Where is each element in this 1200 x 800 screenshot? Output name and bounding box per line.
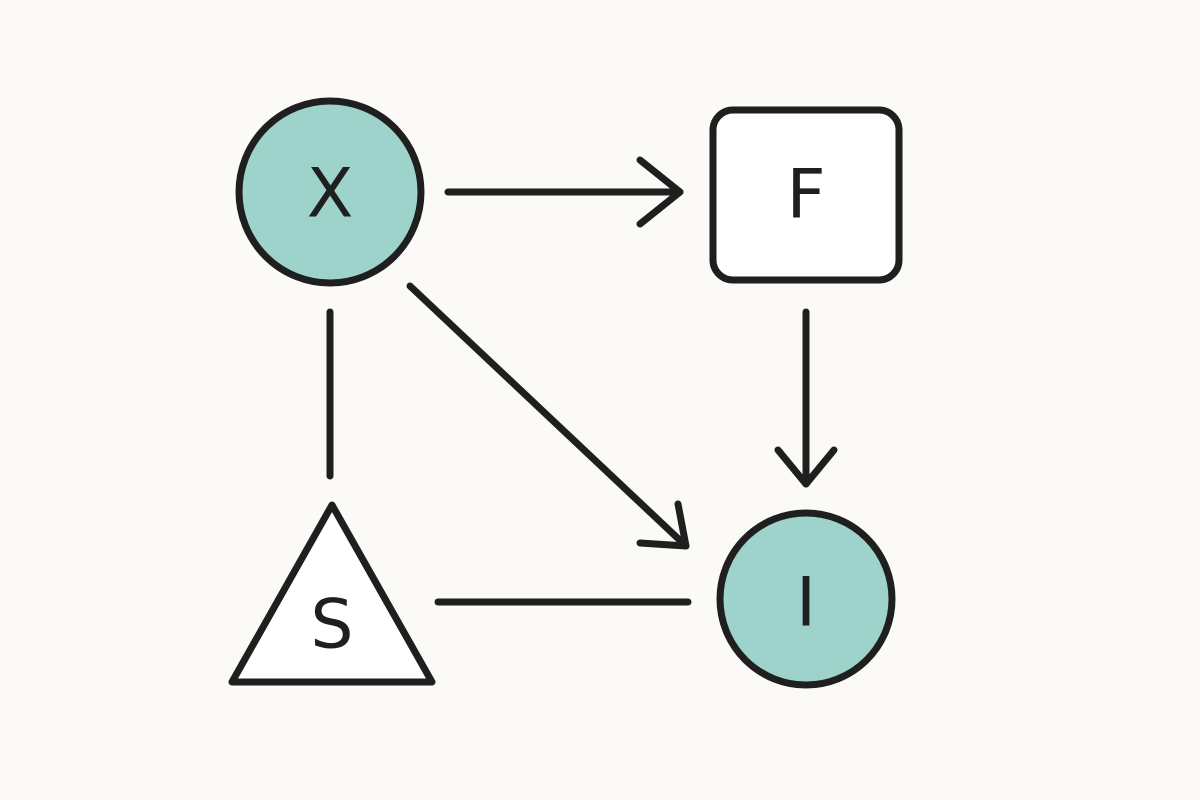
node-f: F: [709, 106, 903, 284]
edge-x-to-f: [444, 156, 684, 228]
node-s-triangle: [228, 501, 436, 686]
node-s: S: [228, 501, 436, 686]
node-s-label: S: [310, 586, 353, 665]
node-x-circle: [235, 97, 425, 287]
node-x-label: X: [307, 155, 354, 234]
node-f-box: [709, 106, 903, 284]
node-f-label: F: [786, 156, 825, 235]
node-x: X: [235, 97, 425, 287]
edge-x-to-i: [406, 282, 690, 550]
node-i-circle: [716, 509, 896, 689]
edge-f-to-i: [774, 308, 838, 488]
node-i-label: I: [796, 564, 816, 643]
node-i: I: [716, 509, 896, 689]
